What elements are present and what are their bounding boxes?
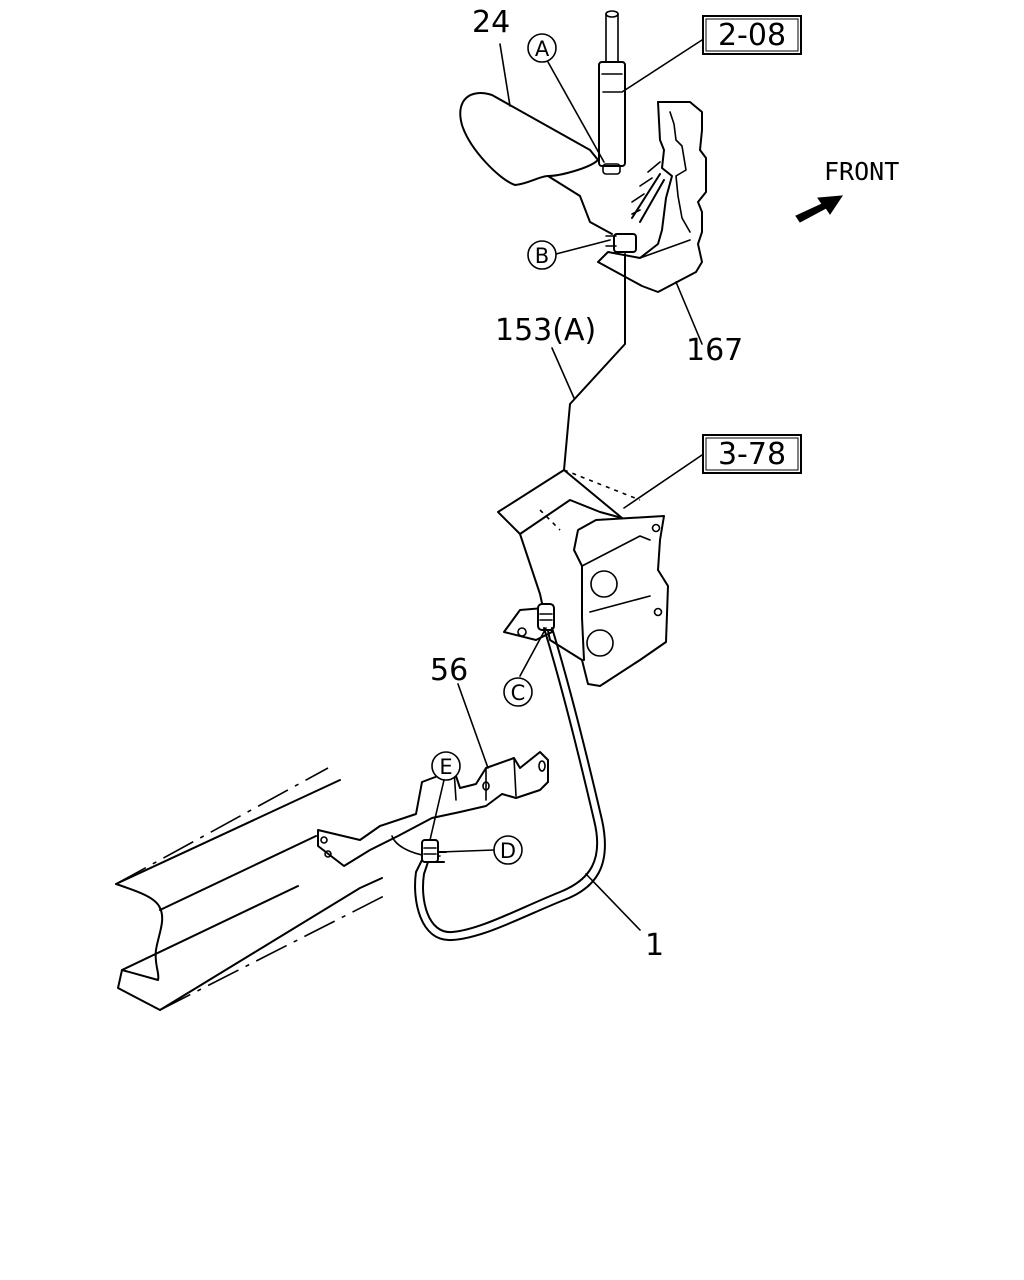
connector-b <box>605 233 637 253</box>
callout-e-label: E <box>439 755 452 779</box>
bracket-3-78 <box>497 469 669 687</box>
frame-rail <box>115 767 385 1011</box>
callout-a-label: A <box>535 37 550 61</box>
callout-d: D <box>493 835 523 865</box>
front-label: FRONT <box>824 157 899 186</box>
reference-label-3-78: 3-78 <box>718 437 786 472</box>
callout-d-label: D <box>500 839 516 863</box>
upper-rod <box>598 10 626 175</box>
part-label-24: 24 <box>472 5 510 40</box>
reference-box-2-08[interactable]: 2-08 <box>702 15 802 55</box>
connector-d <box>421 839 447 863</box>
part-label-1: 1 <box>645 928 664 963</box>
front-arrow-icon <box>795 195 843 223</box>
part-label-56: 56 <box>430 653 468 688</box>
lever-plate <box>459 92 613 235</box>
reference-label-2-08: 2-08 <box>718 18 786 53</box>
connector-c <box>503 603 555 641</box>
bracket-167 <box>597 101 707 293</box>
front-indicator: FRONT <box>795 157 899 223</box>
callout-c: C <box>503 677 533 707</box>
callout-b: B <box>527 240 557 270</box>
callout-e: E <box>431 751 461 781</box>
callout-b-label: B <box>535 244 549 268</box>
part-label-167: 167 <box>686 333 743 368</box>
part-label-153a: 153(A) <box>495 313 596 348</box>
bracket-56 <box>317 751 549 867</box>
harness-153a <box>563 253 626 471</box>
pipe-1 <box>414 627 606 942</box>
callout-a: A <box>527 33 557 63</box>
leader-lines <box>429 39 703 931</box>
callout-c-label: C <box>511 681 526 705</box>
reference-box-3-78[interactable]: 3-78 <box>702 434 802 474</box>
